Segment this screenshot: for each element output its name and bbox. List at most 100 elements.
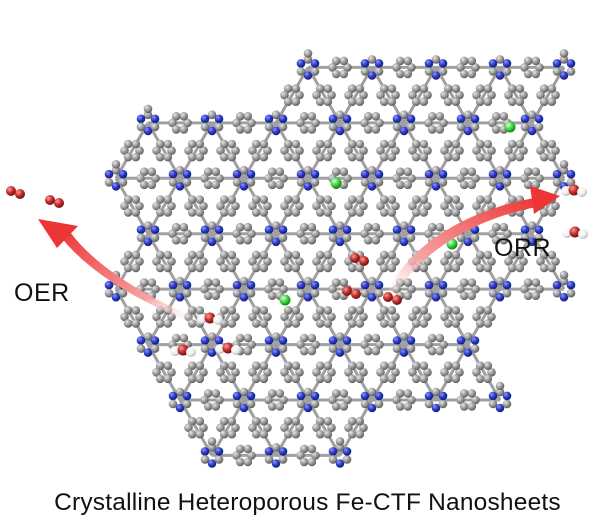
carbon-atom [310, 178, 320, 187]
carbon-atom [259, 319, 269, 328]
carbon-atom [307, 235, 317, 245]
carbon-atom [167, 146, 176, 155]
carbon-atom [519, 90, 528, 100]
carbon-atom [355, 208, 365, 217]
carbon-atom [376, 312, 385, 322]
carbon-atom [267, 291, 277, 301]
carbon-atom [344, 146, 353, 155]
carbon-atom [440, 312, 449, 322]
nitrogen-atom [207, 348, 217, 357]
carbon-atom [232, 229, 241, 238]
carbon-atom [371, 235, 381, 245]
carbon-atom [280, 423, 289, 433]
carbon-atom [547, 97, 557, 106]
carbon-atom [427, 112, 437, 121]
carbon-atom [195, 416, 205, 426]
carbon-atom [246, 399, 256, 409]
carbon-atom [423, 257, 432, 266]
carbon-atom [487, 201, 496, 211]
nitrogen-atom [360, 169, 370, 179]
carbon-atom [207, 443, 217, 452]
carbon-atom [411, 139, 421, 149]
carbon-atom [423, 312, 432, 322]
carbon-atom [344, 423, 353, 433]
nitrogen-atom [271, 459, 281, 468]
carbon-atom [483, 306, 493, 315]
nitrogen-atom [104, 280, 114, 290]
carbon-atom [323, 374, 333, 384]
carbon-atom [451, 263, 461, 273]
carbon-atom [475, 250, 485, 260]
carbon-atom [408, 90, 417, 100]
carbon-atom [459, 180, 469, 190]
carbon-atom [163, 152, 173, 162]
carbon-atom [488, 178, 498, 187]
carbon-atom [251, 319, 261, 328]
carbon-atom [467, 291, 477, 301]
nitrogen-atom [470, 336, 480, 345]
bond [274, 177, 310, 235]
nitrogen-atom [143, 237, 153, 247]
carbon-atom [163, 139, 173, 149]
carbon-atom [251, 152, 261, 162]
carbon-atom [136, 174, 145, 183]
carbon-atom [219, 139, 229, 149]
carbon-atom [295, 90, 304, 100]
carbon-atom [291, 263, 301, 273]
carbon-atom [315, 152, 325, 162]
carbon-atom [323, 152, 333, 162]
nitrogen-atom [502, 169, 512, 179]
carbon-atom [539, 263, 549, 273]
carbon-atom [291, 319, 301, 328]
carbon-atom [131, 195, 141, 204]
carbon-atom [296, 399, 306, 409]
carbon-atom [438, 399, 448, 409]
carbon-atom [440, 368, 449, 377]
carbon-atom [379, 152, 389, 162]
carbon-atom [200, 284, 209, 294]
carbon-atom [219, 429, 229, 439]
carbon-atom [328, 284, 337, 294]
carbon-atom [303, 49, 313, 58]
carbon-atom [411, 306, 421, 315]
carbon-atom [211, 291, 221, 301]
carbon-atom [520, 284, 529, 294]
carbon-atom [475, 374, 485, 384]
nitrogen-atom [367, 71, 377, 80]
carbon-atom [335, 332, 345, 341]
carbon-atom [251, 374, 261, 384]
carbon-atom [251, 139, 261, 149]
carbon-atom [227, 152, 237, 162]
carbon-atom [520, 174, 529, 183]
carbon-atom [423, 90, 432, 100]
carbon-atom [487, 257, 496, 266]
carbon-atom [151, 284, 160, 294]
carbon-atom [439, 118, 448, 128]
carbon-atom [407, 63, 416, 72]
carbon-atom [184, 257, 193, 266]
bond [338, 66, 374, 124]
bond [274, 343, 310, 401]
carbon-atom [311, 229, 320, 238]
bond [466, 343, 502, 401]
carbon-atom [523, 167, 533, 176]
carbon-atom [152, 368, 161, 377]
carbon-atom [143, 221, 153, 230]
carbon-atom [363, 112, 373, 121]
carbon-atom [547, 139, 557, 149]
carbon-atom [566, 288, 576, 298]
carbon-atom [376, 257, 385, 266]
carbon-atom [179, 333, 189, 343]
carbon-atom [327, 146, 336, 155]
carbon-atom [216, 423, 225, 433]
carbon-atom [475, 263, 485, 273]
carbon-atom [379, 263, 389, 273]
carbon-atom [247, 451, 256, 460]
carbon-atom [235, 457, 245, 467]
carbon-atom [155, 361, 165, 371]
carbon-atom [200, 122, 210, 132]
carbon-atom [182, 178, 192, 187]
carbon-atom [475, 195, 485, 204]
carbon-atom [251, 416, 261, 426]
carbon-atom [472, 368, 481, 377]
